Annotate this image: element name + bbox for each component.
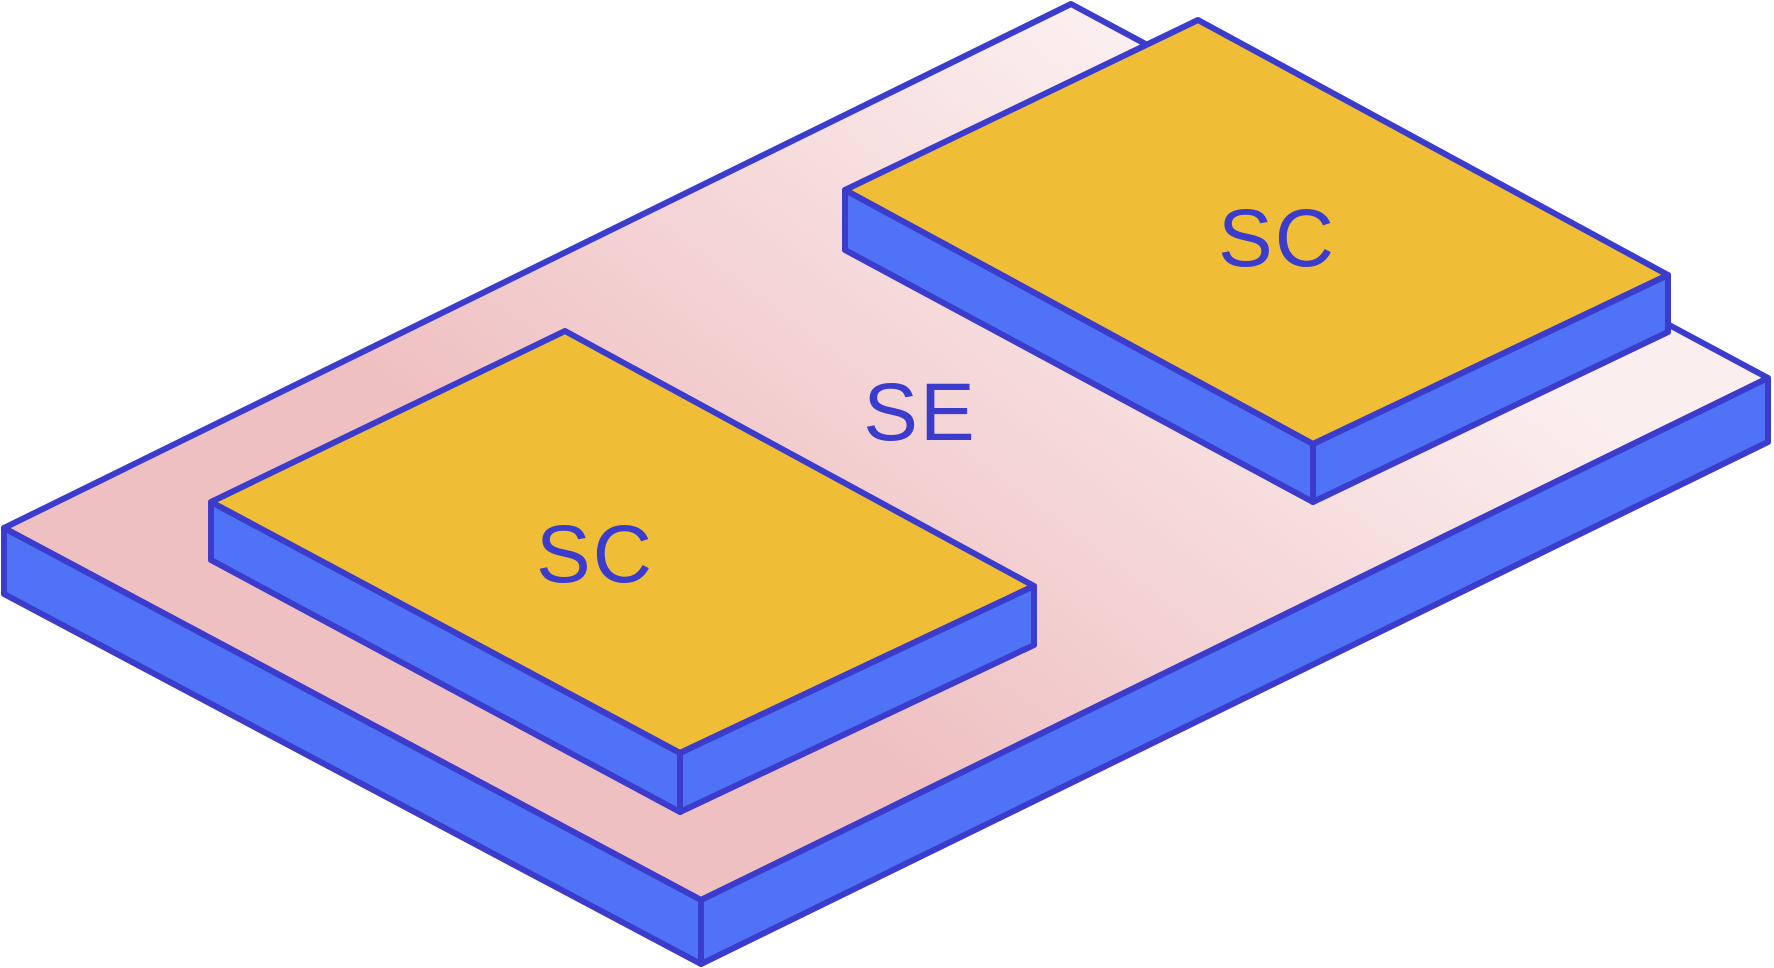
chip-left-right-face xyxy=(677,583,1037,815)
chip-right-label: SC xyxy=(1218,193,1336,284)
chip-right-right-face xyxy=(1310,272,1671,505)
chip-left xyxy=(208,328,1037,815)
chip-left-label: SC xyxy=(536,509,654,600)
substrate-label: SE xyxy=(863,367,976,458)
substrate-right-face xyxy=(698,375,1771,967)
chip-right xyxy=(842,17,1671,505)
